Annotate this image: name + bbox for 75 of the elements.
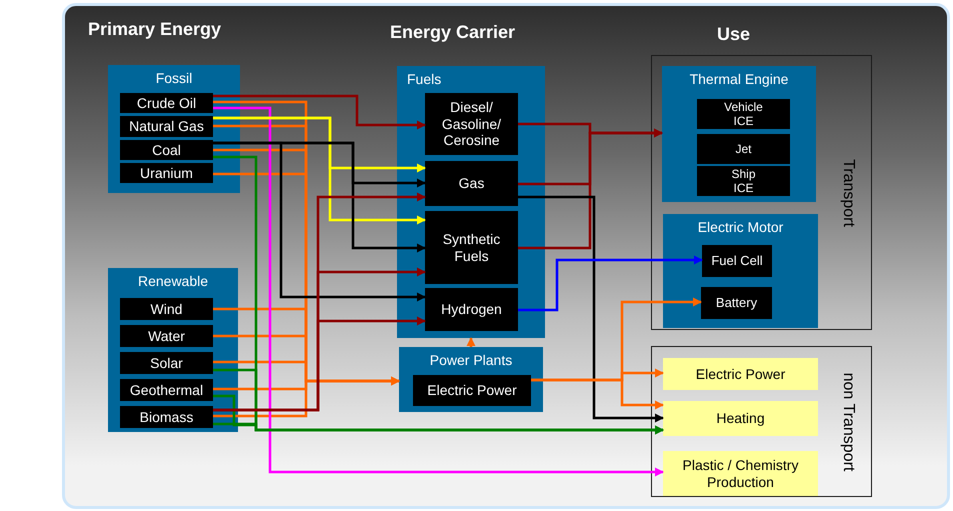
category-title: Fuels bbox=[407, 71, 442, 87]
category-title: Power Plants bbox=[428, 352, 514, 368]
sector-label: Transport bbox=[839, 158, 857, 226]
category-panel bbox=[108, 268, 238, 432]
energy-box bbox=[120, 116, 213, 137]
energy-label: Solar bbox=[150, 354, 183, 372]
category-panel bbox=[662, 66, 816, 202]
energy-label: Jet bbox=[735, 142, 752, 156]
energy-label: Crude Oil bbox=[136, 94, 196, 112]
arrow bbox=[213, 422, 664, 434]
arrow bbox=[518, 256, 703, 312]
energy-label: Vehicle ICE bbox=[724, 100, 763, 128]
energy-box bbox=[701, 287, 772, 319]
energy-label: Electric Power bbox=[427, 382, 517, 399]
category-panel bbox=[399, 347, 543, 412]
arrow bbox=[518, 128, 663, 250]
energy-box bbox=[120, 325, 213, 347]
energy-box bbox=[120, 406, 213, 428]
energy-box bbox=[120, 379, 213, 401]
energy-label: Water bbox=[148, 328, 185, 344]
energy-label: Synthetic Fuels bbox=[442, 230, 502, 264]
energy-label: Coal bbox=[152, 142, 181, 158]
category-title: Electric Motor bbox=[696, 219, 784, 235]
energy-box bbox=[120, 93, 213, 113]
energy-label: Diesel/ Gasoline/ Cerosine bbox=[440, 98, 502, 150]
category-title: Thermal Engine bbox=[688, 71, 790, 87]
energy-box bbox=[425, 161, 518, 206]
use-label: Plastic / Chemistry Production bbox=[682, 456, 800, 490]
energy-label: Ship ICE bbox=[731, 166, 756, 196]
column-heading: Use bbox=[717, 24, 750, 45]
sector-label: non Transport bbox=[839, 372, 857, 471]
category-title: Renewable bbox=[136, 273, 210, 289]
energy-box bbox=[425, 93, 518, 155]
category-panel bbox=[108, 65, 240, 193]
energy-box bbox=[697, 166, 790, 196]
energy-label: Biomass bbox=[140, 408, 194, 426]
energy-box bbox=[425, 211, 518, 284]
energy-label: Gas bbox=[458, 175, 484, 192]
column-heading: Energy Carrier bbox=[390, 22, 516, 43]
energy-box bbox=[120, 163, 213, 183]
arrow bbox=[518, 196, 664, 422]
arrow bbox=[213, 142, 426, 302]
energy-box bbox=[697, 134, 790, 164]
energy-label: Natural Gas bbox=[129, 118, 204, 135]
arrow bbox=[213, 106, 664, 476]
category-panel bbox=[663, 214, 818, 328]
energy-box bbox=[702, 245, 772, 277]
energy-label: Battery bbox=[716, 295, 758, 311]
arrow bbox=[466, 337, 476, 347]
energy-label: Hydrogen bbox=[441, 301, 502, 318]
arrow bbox=[213, 94, 426, 130]
column-heading: Primary Energy bbox=[88, 19, 222, 40]
use-label: Heating bbox=[716, 410, 765, 427]
category-title: Fossil bbox=[154, 70, 194, 86]
energy-label: Uranium bbox=[140, 164, 193, 182]
use-box bbox=[663, 358, 818, 390]
sector-frame bbox=[651, 346, 872, 497]
use-box bbox=[663, 451, 818, 496]
energy-box bbox=[120, 140, 213, 160]
energy-box bbox=[425, 288, 518, 331]
energy-box bbox=[120, 298, 213, 320]
energy-box bbox=[413, 375, 531, 406]
energy-box bbox=[697, 99, 790, 129]
use-box bbox=[663, 401, 818, 436]
use-label: Electric Power bbox=[696, 366, 786, 382]
category-panel bbox=[397, 66, 545, 338]
energy-label: Wind bbox=[150, 300, 182, 318]
energy-label: Geothermal bbox=[130, 382, 204, 398]
sector-frame bbox=[651, 55, 872, 330]
energy-box bbox=[120, 352, 213, 374]
arrow bbox=[213, 116, 426, 224]
arrow bbox=[213, 376, 400, 418]
arrow bbox=[213, 316, 426, 412]
energy-label: Fuel Cell bbox=[711, 253, 763, 269]
arrow bbox=[531, 378, 664, 410]
